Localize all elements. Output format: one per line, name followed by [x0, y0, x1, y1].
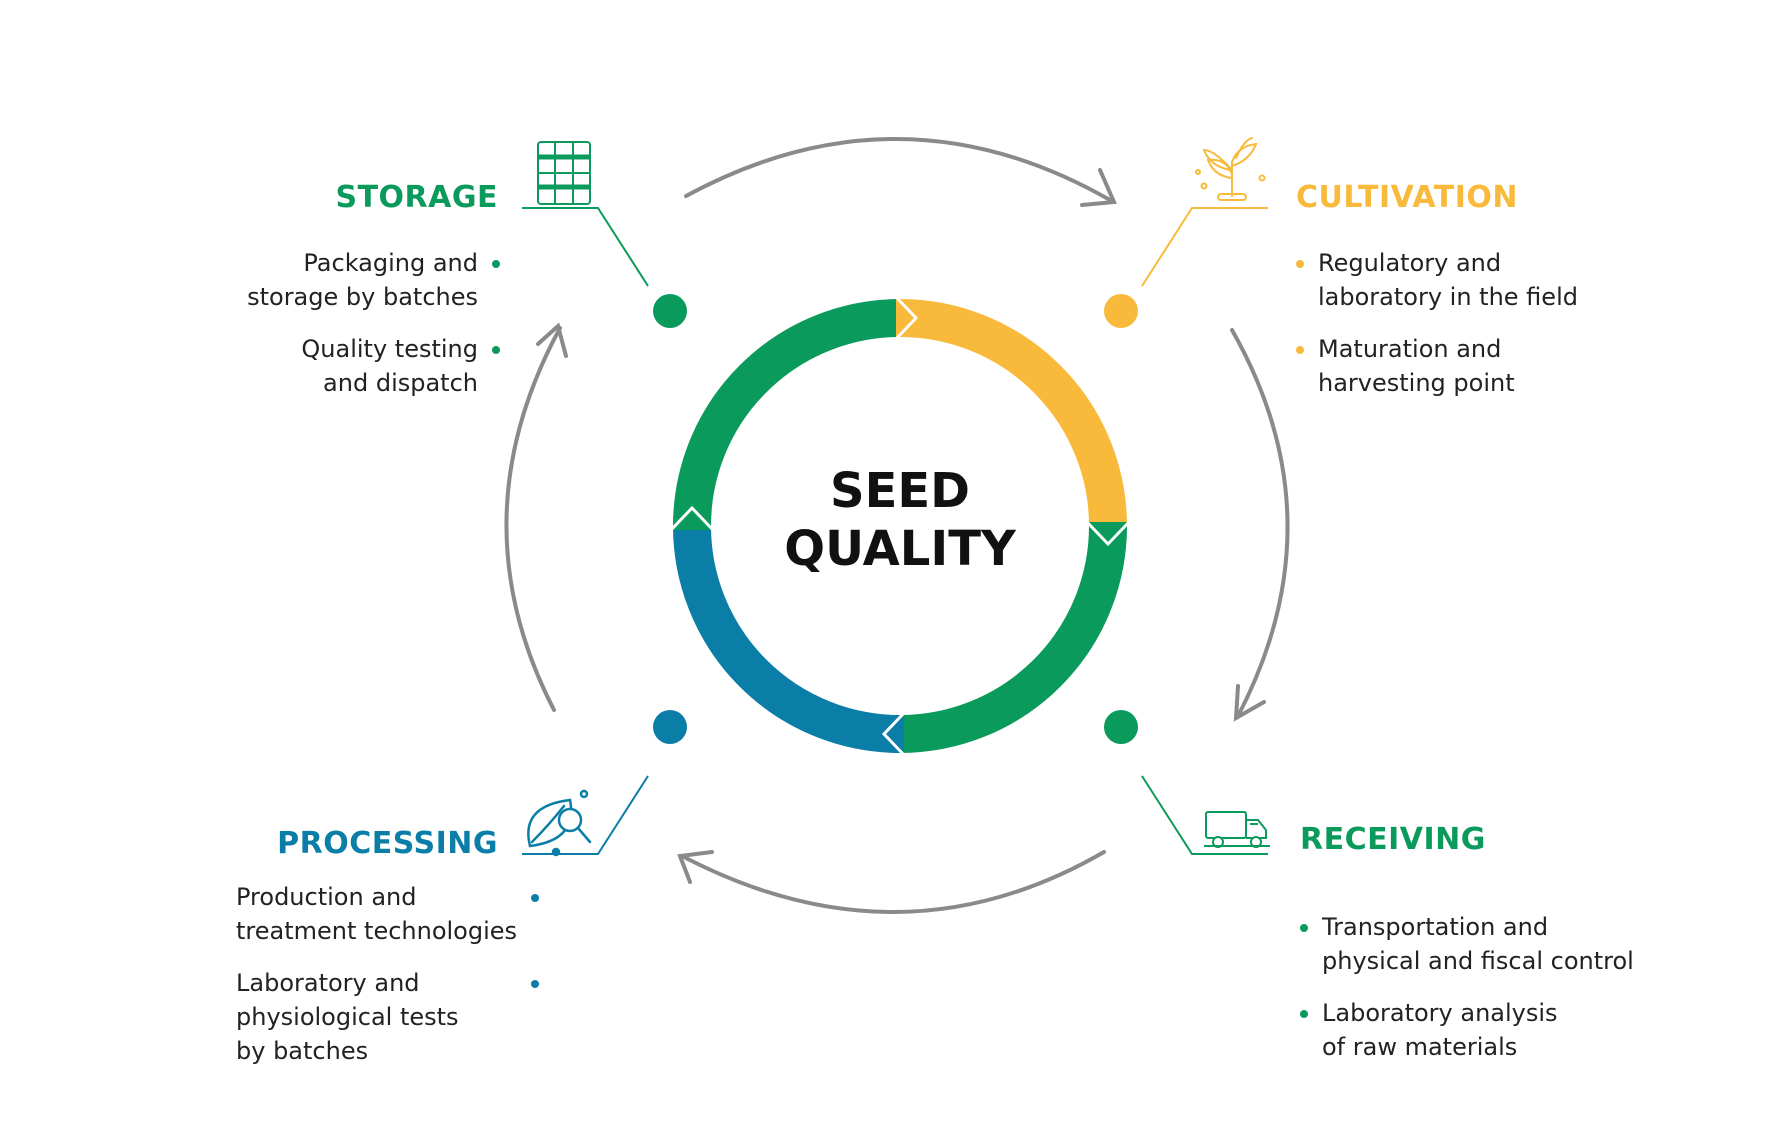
node-storage [653, 294, 687, 328]
ring-arrowhead-bottom [884, 713, 904, 755]
ring-segment-storage [673, 299, 901, 527]
ring-arrowhead-right [1087, 522, 1129, 544]
storage-list: Packaging and storage by batches Quality… [247, 246, 500, 418]
arrow-processing-to-storage-head [536, 322, 568, 358]
pallet-grid-icon [537, 141, 591, 205]
processing-title: PROCESSING [277, 826, 498, 861]
arrow-storage-to-cultivation [684, 137, 1112, 202]
leader-receiving [1141, 775, 1268, 855]
center-title-line2: QUALITY [784, 521, 1016, 577]
receiving-item-2: Laboratory analysis of raw materials [1322, 999, 1558, 1061]
plant-sprout-icon [1195, 137, 1266, 201]
cultivation-item-2: Maturation and harvesting point [1318, 335, 1515, 397]
ring-notch-bottom [881, 711, 906, 757]
list-item: Transportation and physical and fiscal c… [1300, 910, 1634, 978]
bullet-dot [1296, 346, 1304, 354]
bullet-dot [1300, 1010, 1308, 1018]
ring-segment-processing [673, 525, 901, 753]
list-item: Laboratory analysis of raw materials [1300, 996, 1634, 1064]
storage-title: STORAGE [335, 180, 498, 215]
arrow-processing-to-storage [504, 326, 562, 712]
bullet-dot [492, 346, 500, 354]
node-cultivation [1104, 294, 1138, 328]
cultivation-item-1: Regulatory and laboratory in the field [1318, 249, 1578, 311]
arrow-storage-to-cultivation-head [1080, 168, 1117, 207]
bullet-dot [531, 894, 540, 902]
arrow-cultivation-to-receiving [1230, 328, 1290, 718]
node-receiving [1104, 710, 1138, 744]
cultivation-title: CULTIVATION [1296, 180, 1518, 215]
bullet-dot [1296, 260, 1304, 268]
ring-arrowhead-left [671, 508, 713, 530]
processing-item-1: Production and treatment technologies [236, 883, 518, 945]
center-title-line1: SEED [830, 463, 970, 519]
arrow-receiving-to-processing [680, 850, 1106, 914]
list-item: Laboratory and physiological tests by ba… [236, 966, 540, 1068]
center-title: SEED QUALITY [700, 462, 1100, 578]
ring-arrowhead-top [896, 297, 916, 339]
receiving-list: Transportation and physical and fiscal c… [1300, 910, 1634, 1082]
node-processing [653, 710, 687, 744]
receiving-item-1: Transportation and physical and fiscal c… [1322, 913, 1634, 975]
ring-segment-receiving [899, 525, 1127, 753]
leader-storage [522, 207, 649, 287]
arrow-receiving-to-processing-head [677, 850, 714, 884]
ring-notch-left [669, 505, 715, 532]
leader-processing [522, 775, 649, 855]
list-item: Quality testing and dispatch [247, 332, 500, 400]
list-item: Regulatory and laboratory in the field [1296, 246, 1578, 314]
list-item: Production and treatment technologies [236, 880, 540, 948]
ring [669, 295, 1131, 757]
processing-item-2: Laboratory and physiological tests by ba… [236, 969, 459, 1065]
storage-item-1: Packaging and storage by batches [247, 249, 478, 311]
list-item: Maturation and harvesting point [1296, 332, 1578, 400]
processing-list: Production and treatment technologies La… [236, 880, 540, 1086]
receiving-title: RECEIVING [1300, 822, 1486, 857]
arrow-cultivation-to-receiving-head [1233, 684, 1266, 722]
bullet-dot [492, 260, 500, 268]
storage-item-2: Quality testing and dispatch [301, 335, 478, 397]
ring-segment-cultivation [899, 299, 1127, 527]
leader-cultivation [1141, 207, 1268, 287]
bullet-dot [531, 980, 540, 988]
leaf-magnifier-icon [527, 789, 592, 857]
cultivation-list: Regulatory and laboratory in the field M… [1296, 246, 1578, 418]
cycle-arrows [504, 137, 1290, 914]
ring-notch-top [894, 295, 919, 341]
list-item: Packaging and storage by batches [247, 246, 500, 314]
ring-notch-right [1085, 520, 1131, 547]
delivery-truck-icon [1204, 811, 1270, 848]
bullet-dot [1300, 924, 1308, 932]
